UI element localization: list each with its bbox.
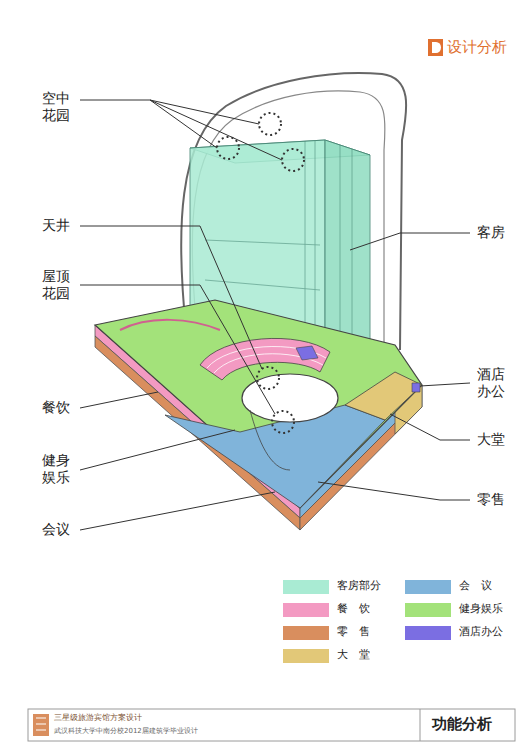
courtyard-steps bbox=[207, 347, 326, 373]
callout-label: 健身 娱乐 bbox=[42, 452, 74, 486]
marker-circle bbox=[217, 113, 304, 433]
callout-label: 天井 bbox=[42, 217, 82, 234]
callout-label: 屋顶 花园 bbox=[42, 268, 74, 302]
legend-text: 健身娱乐 bbox=[459, 602, 503, 615]
page-caption: 功能分析 bbox=[432, 715, 492, 733]
legend-text: 零 售 bbox=[337, 625, 370, 638]
footer-divider bbox=[420, 709, 421, 741]
callout-label: 零售 bbox=[477, 491, 517, 508]
legend-swatch bbox=[405, 580, 451, 594]
legend-swatch bbox=[405, 626, 451, 640]
section-title: 设计分析 bbox=[447, 38, 507, 56]
legend-text: 会 议 bbox=[459, 579, 492, 592]
callout-label: 会议 bbox=[42, 521, 82, 538]
legend-swatch bbox=[283, 626, 329, 640]
footer-frame bbox=[28, 709, 515, 741]
leader-line bbox=[80, 100, 470, 530]
callout-label: 大堂 bbox=[477, 431, 517, 448]
legend-swatch bbox=[283, 580, 329, 594]
podium-top-fitness bbox=[95, 300, 422, 508]
legend-text: 大 堂 bbox=[337, 648, 370, 661]
logo-letter-shape bbox=[432, 42, 441, 53]
legend-swatch bbox=[283, 649, 329, 663]
logo-mark bbox=[428, 39, 443, 56]
roof-edge-curve bbox=[120, 320, 220, 330]
footer-logo bbox=[33, 714, 49, 736]
hotel-office-block bbox=[412, 383, 420, 392]
callout-label: 客房 bbox=[477, 224, 517, 241]
legend-swatch bbox=[283, 603, 329, 617]
hotel-office-block bbox=[296, 346, 318, 360]
legend-text: 餐 饮 bbox=[337, 602, 370, 615]
footer-text: 武汉科技大学中南分校2012届建筑学毕业设计 bbox=[54, 727, 198, 735]
callout-label: 餐饮 bbox=[42, 399, 82, 416]
callout-label: 空中 花园 bbox=[42, 90, 74, 124]
callout-label: 酒店 办公 bbox=[477, 366, 509, 400]
footer-text: 三星级旅游宾馆方案设计 bbox=[54, 713, 142, 723]
legend-swatch bbox=[405, 603, 451, 617]
legend-text: 酒店办公 bbox=[459, 625, 503, 638]
courtyard-steps-dining bbox=[200, 338, 330, 380]
footer-logo-lines bbox=[36, 718, 46, 730]
podium-top-lobby bbox=[345, 372, 422, 420]
roof-garden-edge bbox=[250, 410, 290, 470]
legend-text: 客房部分 bbox=[337, 579, 381, 592]
